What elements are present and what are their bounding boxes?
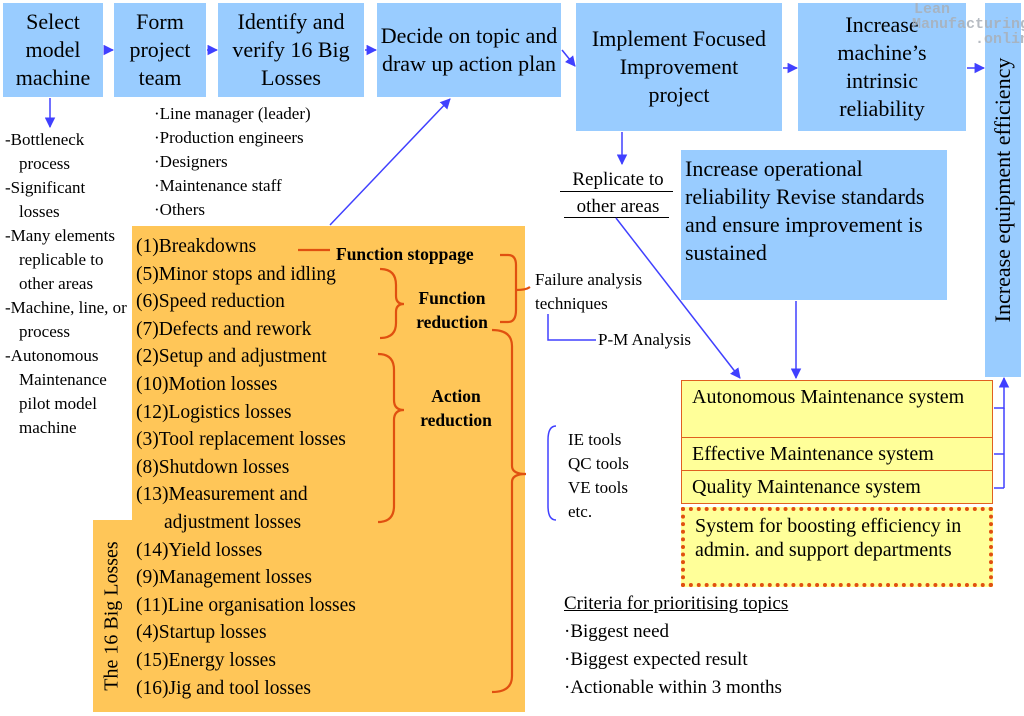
loss-item: (3)Tool replacement losses: [136, 429, 346, 451]
criteria-item: -Autonomous Maintenance pilot model mach…: [5, 346, 107, 437]
criteria-item: ·Biggest expected result: [564, 649, 748, 670]
loss-item: (14)Yield losses: [136, 539, 263, 561]
loss-item: (1)Breakdowns: [136, 236, 257, 257]
step-implement-project: Implement Focused Improvement project: [576, 3, 782, 131]
team-member: ·Maintenance staff: [154, 176, 282, 195]
autonomous-maintenance-system: Autonomous Maintenance system: [681, 380, 993, 438]
watermark-line3: .online: [975, 31, 1024, 48]
select-criteria-list: -Bottleneck process -Significant losses …: [5, 128, 130, 440]
loss-item: (12)Logistics losses: [136, 401, 292, 423]
effective-maintenance-system: Effective Maintenance system: [681, 437, 993, 471]
loss-item: (9)Management losses: [136, 567, 312, 589]
losses-block-bottom: [93, 520, 525, 712]
loss-item: (7)Defects and rework: [136, 318, 312, 340]
loss-item: adjustment losses: [164, 511, 302, 533]
losses-block-top: [132, 226, 525, 522]
tool-item: etc.: [568, 502, 593, 521]
tools-list: IE tools QC tools VE tools etc.: [568, 428, 629, 524]
watermark: Lean Manufacturing .online: [900, 2, 1024, 47]
criteria-item: -Significant losses: [5, 178, 86, 221]
team-member: ·Designers: [154, 152, 228, 171]
pm-analysis-label: P-M Analysis: [598, 330, 692, 349]
watermark-line2: Manufacturing: [912, 16, 1024, 33]
support-departments-system: System for boosting efficiency in admin.…: [681, 507, 993, 587]
criteria-item: -Machine, line, or process: [5, 298, 127, 341]
function-reduction-label: Function reduction: [416, 288, 488, 332]
team-member: ·Production engineers: [154, 128, 304, 147]
replicate-underline-1: [560, 191, 673, 192]
criteria-item: ·Biggest need: [564, 621, 670, 642]
loss-item: (2)Setup and adjustment: [136, 346, 327, 368]
loss-item: (4)Startup losses: [136, 622, 267, 644]
replicate-underline-2: [564, 217, 669, 218]
loss-list: (1)Breakdowns (5)Minor stops and idling …: [136, 233, 356, 702]
step-increase-reliability: Increase machine’s intrinsic reliability: [798, 3, 966, 131]
criteria-item: -Many elements replicable to other areas: [5, 226, 115, 293]
arrow-decide-implement: [561, 49, 576, 67]
watermark-line1: Lean: [914, 1, 951, 18]
criteria-item: -Bottleneck process: [5, 130, 85, 173]
loss-item: (5)Minor stops and idling: [136, 263, 336, 285]
loss-item: (8)Shutdown losses: [136, 456, 290, 478]
arrow-losses-decide: [329, 98, 451, 226]
criteria-title: Criteria for prioritising topics: [564, 593, 789, 614]
function-stoppage-label: Function stoppage: [336, 244, 474, 264]
step-identify-losses: Identify and verify 16 Big Losses: [218, 3, 364, 97]
loss-item: (15)Energy losses: [136, 649, 276, 671]
operational-reliability-box: Increase operational reliability Revise …: [681, 150, 947, 300]
big-losses-label: The 16 Big Losses: [93, 520, 131, 712]
vertical-label: Increase equipment efficiency: [990, 57, 1015, 323]
tool-item: QC tools: [568, 454, 629, 473]
step-form-project-team: Form project team: [114, 3, 206, 97]
tool-item: VE tools: [568, 478, 628, 497]
loss-item: (13)Measurement and: [136, 484, 308, 506]
tools-brace: [547, 425, 557, 521]
loss-item: (10)Motion losses: [136, 373, 278, 395]
criteria-item: ·Actionable within 3 months: [564, 677, 782, 698]
quality-maintenance-system: Quality Maintenance system: [681, 470, 993, 504]
replicate-label: Replicate to other areas: [572, 169, 664, 217]
loss-item: (16)Jig and tool losses: [136, 677, 311, 699]
criteria-block: Criteria for prioritising topics ·Bigges…: [564, 590, 788, 702]
loss-item: (6)Speed reduction: [136, 291, 285, 313]
failure-analysis-label: Failure analysis techniques: [535, 270, 643, 313]
team-member: ·Line manager (leader): [154, 104, 311, 123]
team-members-list: ·Line manager (leader) ·Production engin…: [154, 102, 311, 222]
tool-item: IE tools: [568, 430, 622, 449]
step-decide-topic: Decide on topic and draw up action plan: [377, 3, 561, 97]
arrow-systems-efficiency: [994, 376, 1010, 409]
action-reduction-label: Action reduction: [420, 386, 492, 430]
loss-item: (11)Line organisation losses: [136, 594, 356, 616]
team-member: ·Others: [154, 200, 205, 219]
big-losses-text: The 16 Big Losses: [100, 541, 123, 691]
step-increase-efficiency: Increase equipment efficiency: [985, 3, 1021, 377]
step-select-model-machine: Select model machine: [3, 3, 103, 97]
